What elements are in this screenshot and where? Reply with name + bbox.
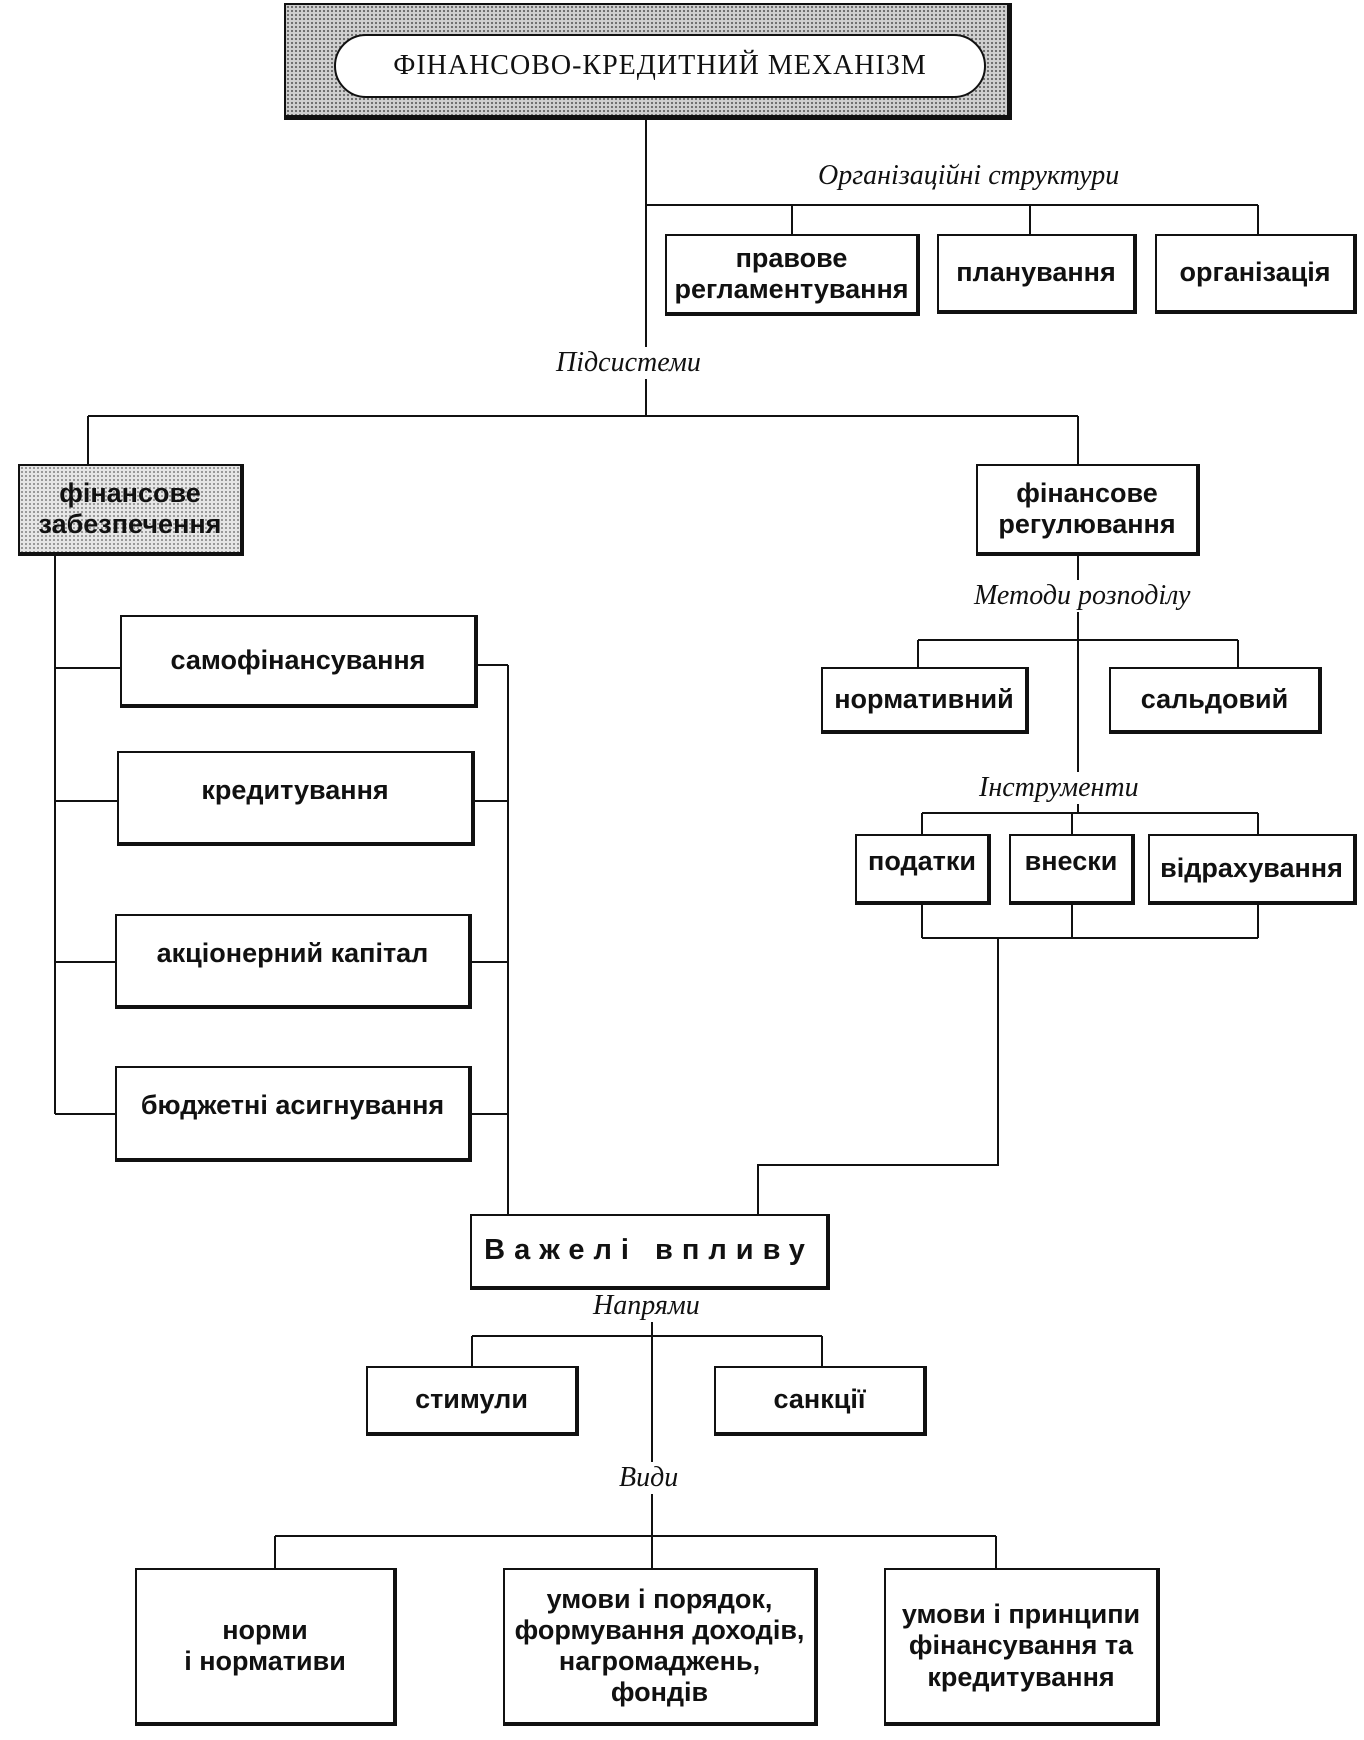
box-levers-of-influence: Важелі впливу [470, 1214, 830, 1290]
box-financing-principles: умови і принципи фінансування та кредиту… [884, 1568, 1160, 1726]
box-norms: норми і нормативи [135, 1568, 397, 1726]
box-incentives: стимули [366, 1366, 579, 1436]
box-financial-support: фінансове забезпечення [18, 464, 244, 556]
box-income-formation: умови і порядок, формування доходів, наг… [503, 1568, 818, 1726]
box-deductions: відрахування [1148, 834, 1357, 905]
box-legal-regulation: правове регламентування [665, 234, 920, 316]
box-sanctions: санкції [714, 1366, 927, 1436]
box-balance: сальдовий [1109, 667, 1322, 734]
box-organization: організація [1155, 234, 1357, 314]
box-planning: планування [937, 234, 1137, 314]
label-distribution-methods: Методи розподілу [970, 580, 1195, 612]
box-normative: нормативний [821, 667, 1029, 734]
label-subsystems: Підсистеми [552, 347, 705, 379]
box-self-financing: самофінансування [120, 615, 478, 708]
box-equity-capital: акціонерний капітал [115, 914, 472, 1009]
diagram-title: ФІНАНСОВО-КРЕДИТНИЙ МЕХАНІЗМ [334, 34, 986, 98]
box-taxes: податки [855, 834, 991, 905]
box-financial-regulation: фінансове регулювання [976, 464, 1200, 556]
label-instruments: Інструменти [975, 772, 1143, 804]
box-contributions: внески [1009, 834, 1135, 905]
label-directions: Напрями [589, 1290, 704, 1322]
box-budget-allocations: бюджетні асигнування [115, 1066, 472, 1162]
box-crediting: кредитування [117, 751, 475, 846]
label-types: Види [615, 1462, 683, 1494]
label-org-structures: Організаційні структури [814, 160, 1124, 192]
